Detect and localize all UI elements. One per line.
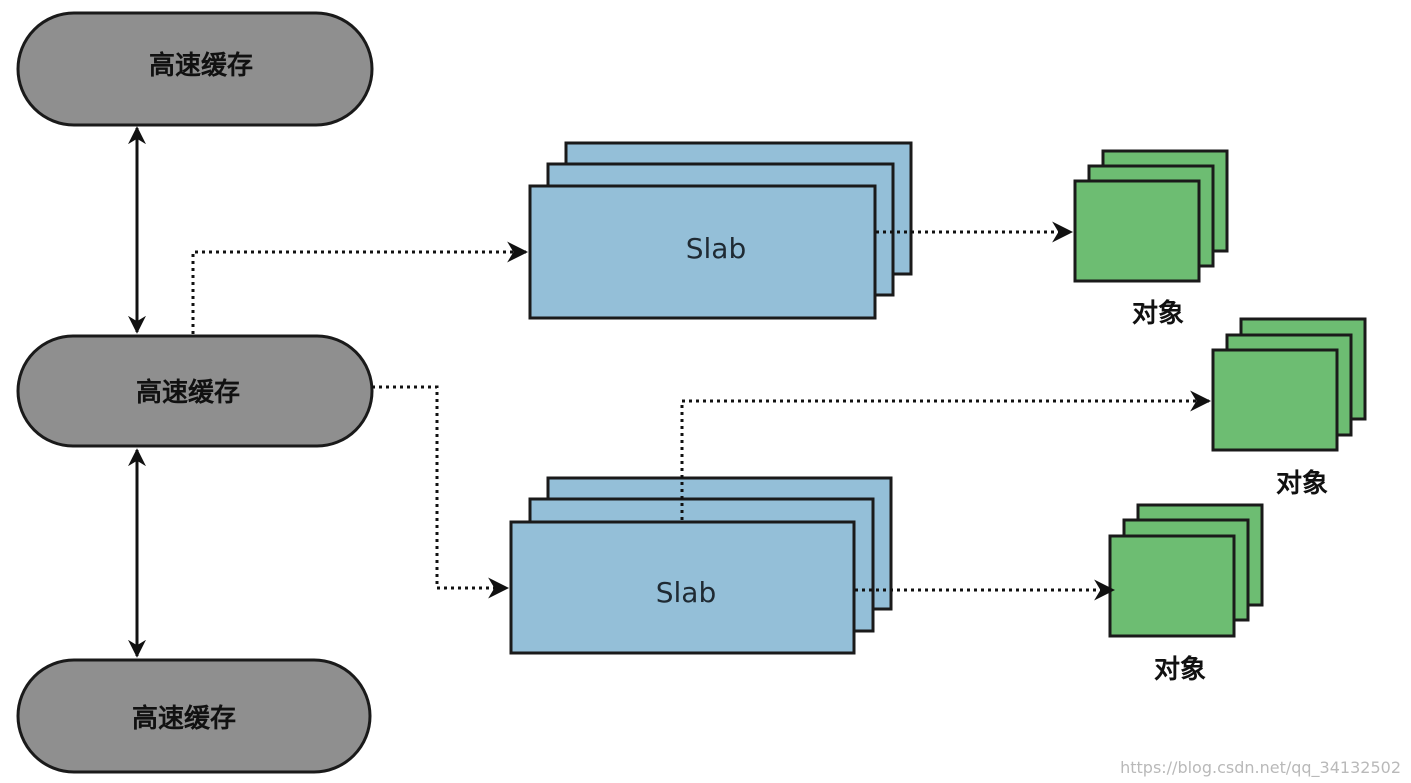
object-label: 对象 — [1154, 654, 1206, 685]
cache-to-slab-connector — [191, 241, 529, 334]
cache-to-slab-connector — [372, 385, 510, 599]
object-label: 对象 — [1276, 468, 1328, 499]
slab-stack-bottom: Slab — [509, 476, 893, 655]
slab-stack-top: Slab — [528, 141, 913, 320]
object-stack-2: 对象 — [1211, 317, 1367, 499]
object-stack-1: 对象 — [1073, 149, 1229, 329]
slab-label: Slab — [656, 576, 716, 609]
cache-label: 高速缓存 — [149, 50, 253, 81]
object-stack-3: 对象 — [1108, 503, 1264, 685]
cache-node-top: 高速缓存 — [16, 11, 374, 127]
cache-label: 高速缓存 — [132, 703, 236, 734]
watermark: https://blog.csdn.net/qq_34132502 — [1120, 758, 1401, 777]
slab-label: Slab — [686, 232, 746, 265]
cache-node-middle: 高速缓存 — [16, 334, 374, 448]
slab-to-object-connector — [680, 390, 1212, 520]
object-label: 对象 — [1132, 298, 1184, 329]
cache-node-bottom: 高速缓存 — [16, 658, 372, 774]
cache-label: 高速缓存 — [136, 377, 240, 408]
